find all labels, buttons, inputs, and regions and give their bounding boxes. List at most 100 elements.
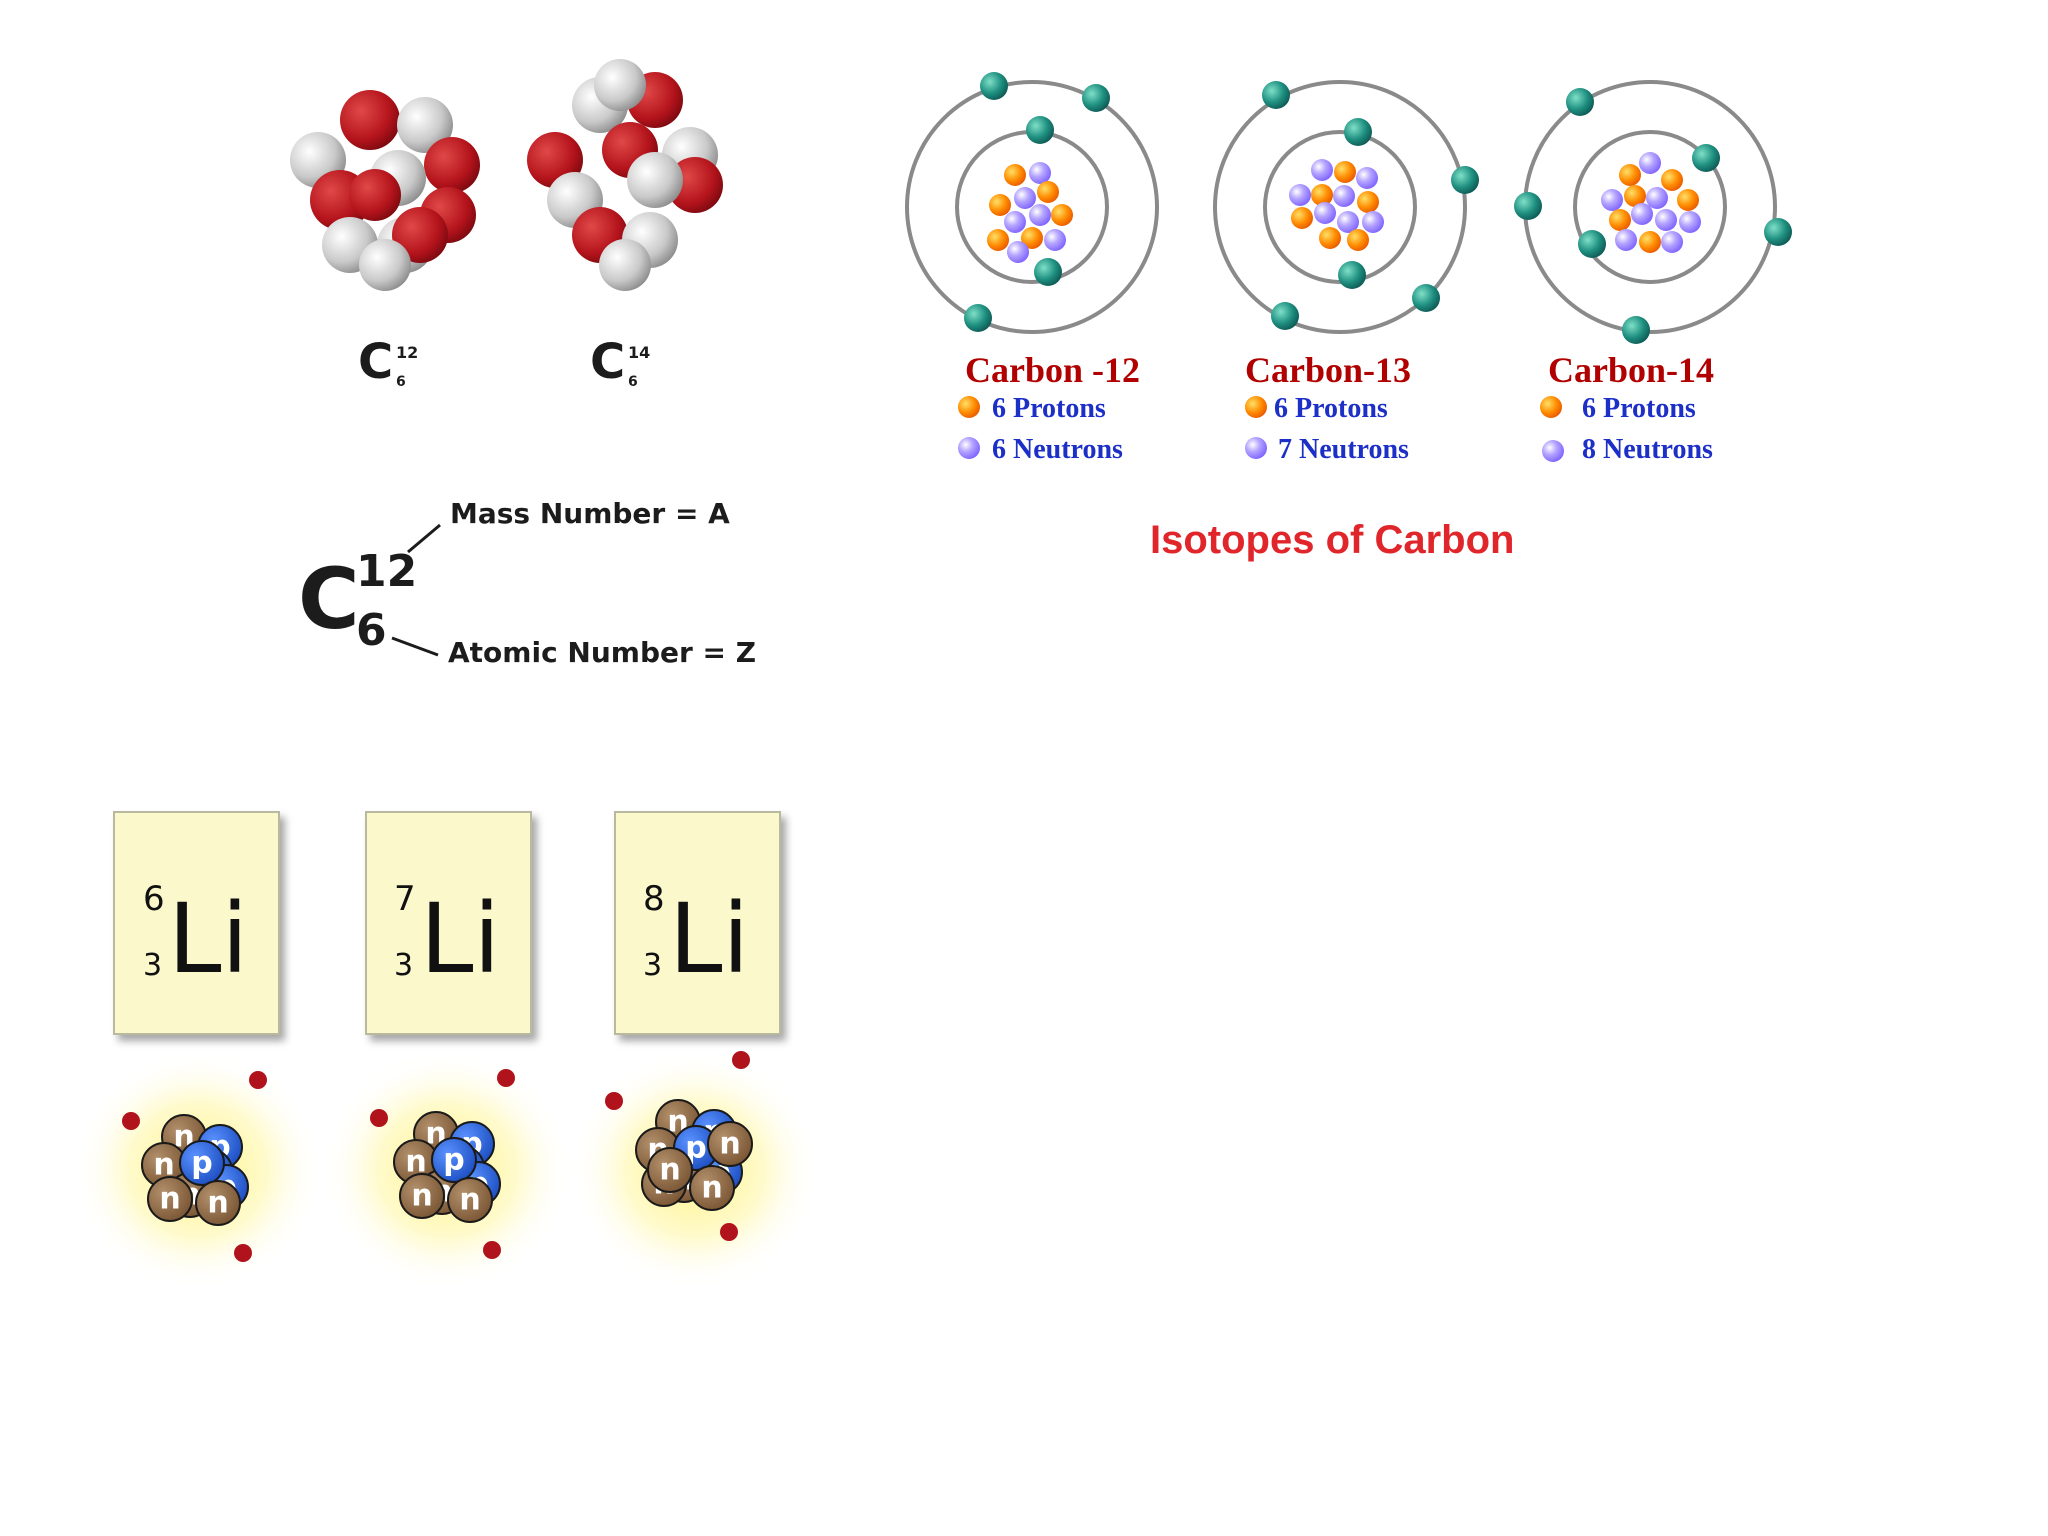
notation-symbol: C [298,550,360,648]
carbon-14-nuclide-label: C 14 6 [590,334,650,390]
electron [964,304,992,332]
electron [1338,261,1366,289]
lithium-6-isotope: 6 3 Li [73,811,323,1290]
element-card [614,811,781,1035]
proton-legend-dot [1245,396,1267,418]
diagram-title: Isotopes of Carbon [1150,518,1514,562]
notation-atomic-number: 6 [356,605,387,656]
isotope-name: Carbon-13 [1245,350,1411,390]
proton-legend-dot [958,396,980,418]
lithium-8-isotope: 8 3 Li [570,811,820,1290]
particle-letter: p [191,1146,212,1181]
electron [1271,302,1299,330]
particle-letter: n [659,1153,680,1188]
neutron-count: 8 Neutrons [1582,434,1713,465]
electron [732,1051,750,1069]
nuclide-symbol: C [358,334,393,390]
li-mass-number: 7 [394,879,416,919]
neutron-count: 7 Neutrons [1278,434,1409,465]
element-card [113,811,280,1035]
electron [1082,84,1110,112]
electron [1764,218,1792,246]
proton-particle [431,1137,477,1183]
particle-letter: p [685,1131,706,1166]
li-atomic-number: 3 [394,948,413,983]
nuclide-atomic-number: 6 [396,374,406,390]
electron [1412,284,1440,312]
electron [1566,88,1594,116]
particle-letter: n [153,1148,174,1183]
particle-letter: n [405,1145,426,1180]
carbon-13-nucleus [1289,159,1384,251]
particle-letter: n [159,1182,180,1217]
particle-letter: n [207,1186,228,1221]
li-mass-number: 8 [643,879,665,919]
electron [605,1092,623,1110]
neutron-particle [689,1165,735,1211]
nuclide-notation-diagram: C 12 6 Mass Number = A Atomic Number = Z [298,497,756,669]
electron [980,72,1008,100]
carbon-12-space-filling-model [290,90,480,291]
element-card [365,811,532,1035]
neutron-particle [147,1176,193,1222]
electron [1692,144,1720,172]
neutron-particle [447,1177,493,1223]
neutron-count: 6 Neutrons [992,434,1123,465]
particle-letter: n [719,1127,740,1162]
nuclide-mass-number: 14 [628,343,650,362]
li-symbol: Li [420,883,500,995]
electron [497,1069,515,1087]
carbon-14-nucleus [1601,152,1701,253]
isotope-name: Carbon -12 [965,350,1140,390]
electron [249,1071,267,1089]
nuclide-atomic-number: 6 [628,374,638,390]
electron [1578,230,1606,258]
proton-count: 6 Protons [1274,393,1388,424]
carbon-12-bohr-model [905,72,1159,334]
electron [483,1241,501,1259]
mass-number-label: Mass Number = A [450,497,730,530]
lithium-7-isotope: 7 3 Li [322,811,572,1290]
li-atomic-number: 3 [643,948,662,983]
carbon-13-label-group: Carbon-13 6 Protons 7 Neutrons [1245,350,1411,465]
neutron-legend-dot [1245,437,1267,459]
proton-particle [179,1140,225,1186]
proton-count: 6 Protons [992,393,1106,424]
nuclide-symbol: C [590,334,625,390]
atomic-number-label: Atomic Number = Z [448,636,756,669]
electron [1451,166,1479,194]
carbon-14-bohr-model [1514,80,1792,344]
electron [1026,116,1054,144]
mass-pointer-line [407,523,441,554]
li-symbol: Li [168,883,248,995]
electron [1344,118,1372,146]
neutron-particle [707,1121,753,1167]
electron [720,1223,738,1241]
proton-legend-dot [1540,396,1562,418]
neutron-legend-dot [1542,440,1564,462]
isotope-name: Carbon-14 [1548,350,1714,390]
particle-letter: n [701,1171,722,1206]
neutron-particle [195,1180,241,1226]
electron [1262,81,1290,109]
electron [370,1109,388,1127]
proton-count: 6 Protons [1582,393,1696,424]
li-atomic-number: 3 [143,948,162,983]
electron [122,1112,140,1130]
electron [1514,192,1542,220]
nuclide-mass-number: 12 [396,343,418,362]
atomic-pointer-line [391,636,439,657]
electron [1622,316,1650,344]
carbon-14-label-group: Carbon-14 6 Protons 8 Neutrons [1540,350,1714,465]
carbon-12-label-group: Carbon -12 6 Protons 6 Neutrons [958,350,1140,465]
li-symbol: Li [669,883,749,995]
neutron-legend-dot [958,437,980,459]
carbon-12-nucleus [987,162,1073,263]
carbon-12-nuclide-label: C 12 6 [358,334,418,390]
neutron-particle [399,1173,445,1219]
lithium-nuclei: npnpnpnpnnpnpnpnpnnpnpnpnpnnn [141,1099,753,1226]
particle-letter: p [443,1143,464,1178]
electron [1034,258,1062,286]
carbon-14-space-filling-model [527,59,723,291]
neutron-particle [647,1147,693,1193]
